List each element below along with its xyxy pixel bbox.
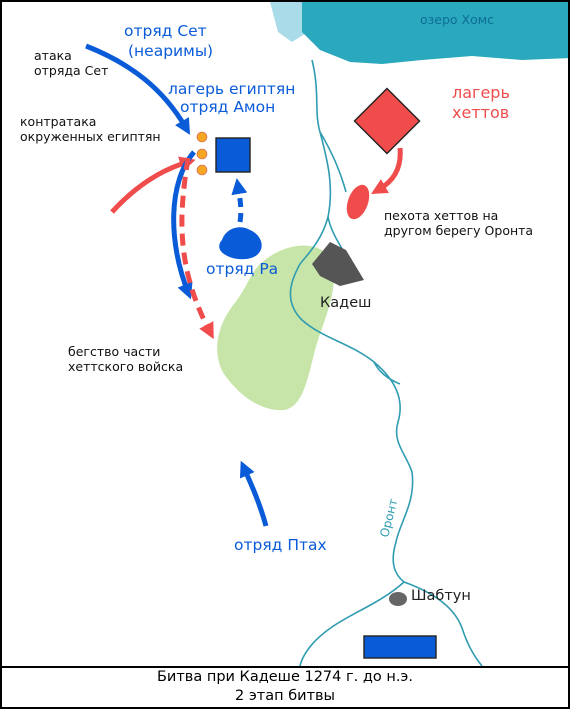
counterattack-label: контратака окруженных египтян — [20, 114, 161, 144]
set-attack-label: атака отряда Сет — [34, 48, 108, 78]
shabtun-label: Шабтун — [411, 588, 471, 604]
ptah-detachment-label: отряд Птах — [234, 536, 327, 554]
forest-area — [217, 245, 335, 411]
caption-subtitle: 2 этап битвы — [234, 688, 336, 704]
kadesh-label: Кадеш — [320, 295, 371, 311]
ptah-advance-arrow — [239, 460, 269, 527]
counterattack-arrow — [110, 156, 196, 214]
ra-advance-arrow — [231, 178, 248, 223]
caption-title: Битва при Кадеше 1274 г. до н.э. — [156, 669, 413, 685]
ra-detachment-blob — [219, 227, 262, 260]
orontes-river — [289, 59, 483, 667]
battle-burst-icons — [196, 131, 208, 176]
shabtun-town — [389, 592, 407, 606]
hittite-flight-label: бегство части хеттского войска — [68, 344, 183, 374]
hittite-move-arrow — [371, 147, 403, 194]
battle-burst-icon — [196, 164, 208, 176]
set-detachment-label: отряд Сет (неаримы) — [124, 22, 213, 60]
ra-detachment-label: отряд Ра — [206, 260, 278, 278]
hittite-camp-label: лагерь хеттов — [452, 83, 515, 122]
hittite-infantry-oval — [346, 184, 370, 220]
lake-homs — [302, 2, 568, 64]
lake-label: озеро Хомс — [420, 12, 494, 27]
kadesh-city — [312, 242, 364, 286]
battle-burst-icon — [196, 148, 208, 160]
amun-camp-label: лагерь египтян отряд Амон — [168, 80, 300, 116]
hittite-camp-square — [353, 87, 421, 155]
map-caption: Битва при Кадеше 1274 г. до н.э. 2 этап … — [2, 666, 568, 707]
egyptian-unit-south — [363, 635, 437, 659]
amun-camp-square — [215, 137, 251, 173]
battle-burst-icon — [196, 131, 208, 143]
hittite-infantry-label: пехота хеттов на другом берегу Оронта — [384, 208, 533, 238]
river-label: Оронт — [377, 497, 400, 538]
hittite-flight-arrow — [179, 157, 214, 340]
set-attack-arrow — [85, 43, 191, 135]
